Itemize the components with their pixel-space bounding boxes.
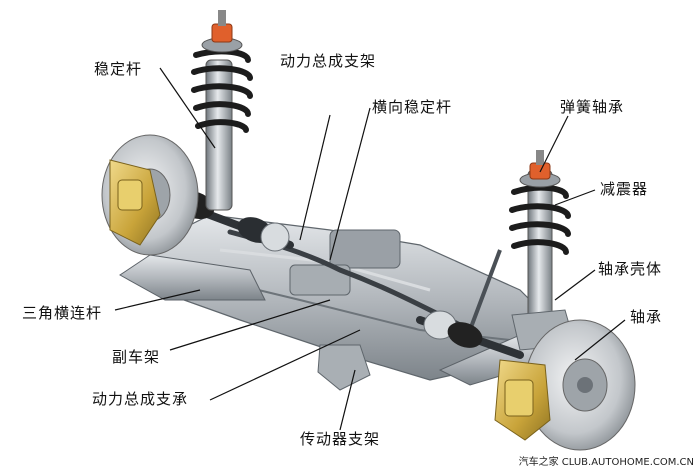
label-shock-absorber: 减震器 [600, 180, 649, 198]
label-subframe: 副车架 [112, 348, 161, 366]
right-brake [494, 319, 636, 451]
label-transverse-stabilizer: 横向稳定杆 [372, 98, 453, 116]
label-bearing-housing: 轴承壳体 [598, 260, 663, 278]
watermark: 汽车之家 CLUB.AUTOHOME.COM.CN [518, 457, 694, 468]
label-stabilizer-bar: 稳定杆 [94, 60, 143, 78]
left-strut [191, 10, 253, 211]
transmission-bracket [317, 344, 371, 391]
lower-wishbone-left [119, 254, 266, 301]
stabilizer-link-right [468, 249, 502, 331]
leader-lines [114, 67, 626, 431]
label-bearing: 轴承 [630, 308, 663, 326]
label-wishbone: 三角横连杆 [22, 304, 103, 322]
drive-shaft-right [416, 310, 524, 359]
left-brake [101, 134, 199, 256]
right-strut [509, 150, 576, 351]
label-transmission-mount: 传动器支架 [300, 430, 381, 448]
label-powertrain-mount-top: 动力总成支架 [280, 52, 377, 70]
label-spring-bearing: 弹簧轴承 [560, 98, 625, 116]
label-powertrain-support: 动力总成支承 [92, 390, 189, 408]
